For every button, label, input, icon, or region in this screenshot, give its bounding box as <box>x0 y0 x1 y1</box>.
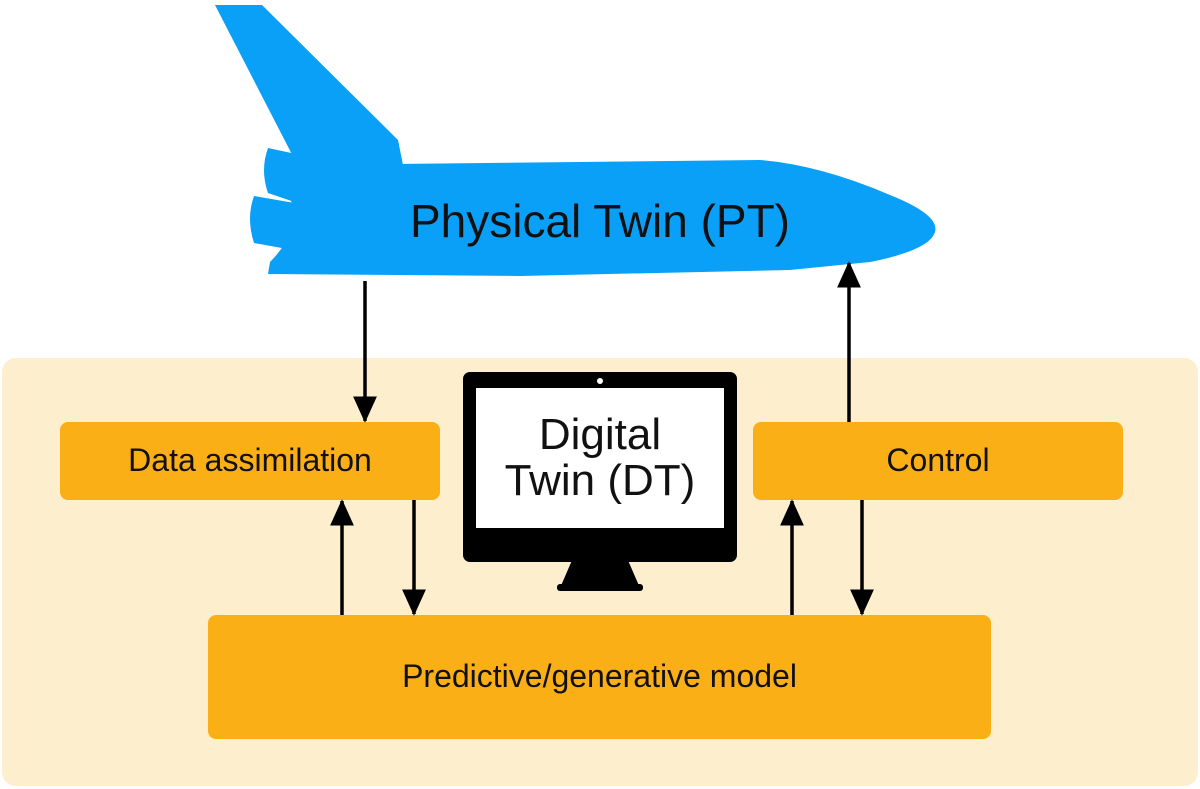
control-box <box>753 422 1123 500</box>
space-shuttle-icon <box>215 5 936 276</box>
digital-twin-label: Digital Twin (DT) <box>476 392 724 524</box>
physical-twin-label: Physical Twin (PT) <box>409 194 791 247</box>
digital-twin-label-line2: Twin (DT) <box>504 456 696 505</box>
model-label: Predictive/generative model <box>402 658 797 695</box>
data-assimilation-label: Data assimilation <box>128 442 372 479</box>
computer-monitor-icon <box>463 372 737 591</box>
digital-twin-label-line1: Digital <box>538 409 662 459</box>
data-assimilation-box <box>60 422 440 500</box>
model-box <box>208 615 991 739</box>
control-label: Control <box>886 442 990 479</box>
